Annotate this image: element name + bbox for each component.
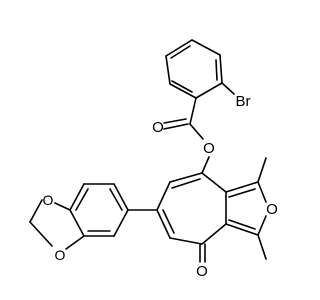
bond (29, 199, 43, 223)
methyl-bond-top (257, 157, 267, 183)
bromophenyl-ring (165, 39, 223, 99)
bond (228, 219, 256, 230)
methyl-bond-bottom (257, 234, 267, 260)
bond (65, 235, 85, 250)
ester-bond (201, 156, 210, 174)
bond (201, 172, 227, 193)
bond (170, 45, 191, 59)
bond (69, 209, 85, 237)
bond (156, 209, 171, 239)
c-br-bond (221, 82, 235, 95)
ester-oxygen-label: O (203, 140, 215, 157)
bond (171, 80, 193, 93)
carbonyl-oxygen-label: O (152, 119, 164, 136)
dioxole-ring (29, 199, 85, 250)
dioxole-oxygen-top-label: O (43, 192, 54, 208)
bond (156, 181, 171, 211)
bond (75, 188, 89, 211)
carbonyl-double-bond (163, 118, 187, 124)
bond (225, 223, 259, 236)
dioxole-oxygen-bottom-label: O (55, 247, 66, 263)
bond (165, 55, 171, 85)
bond (228, 188, 256, 198)
bond (169, 237, 203, 245)
ketone-oxygen-label: O (196, 263, 208, 280)
bond (257, 215, 267, 236)
cycloheptanone-ring (156, 172, 227, 245)
bond (113, 209, 129, 237)
bond (54, 202, 71, 211)
bond (109, 188, 123, 211)
bond (69, 183, 85, 211)
bond (189, 97, 197, 125)
bond (162, 209, 175, 234)
ester-bond (189, 123, 204, 140)
molecule-structure: O O Br O O O O (29, 39, 278, 280)
bond (225, 181, 259, 193)
molecule-canvas: O O Br O O O O (29, 39, 278, 280)
benzodioxole-ring (69, 183, 129, 237)
bond (257, 181, 267, 203)
bond (191, 39, 221, 56)
bond (201, 223, 227, 245)
bond (215, 59, 218, 81)
bond (113, 183, 129, 211)
bond (169, 172, 203, 183)
bond (195, 82, 223, 99)
bromine-label: Br (236, 93, 251, 110)
bond (171, 178, 201, 189)
bond (29, 221, 53, 247)
bond (165, 39, 193, 57)
furan-ring (225, 181, 267, 236)
carbonyl-double-bond (163, 123, 189, 130)
bond (219, 54, 223, 84)
furan-oxygen-label: O (266, 201, 278, 218)
bond (169, 83, 197, 99)
